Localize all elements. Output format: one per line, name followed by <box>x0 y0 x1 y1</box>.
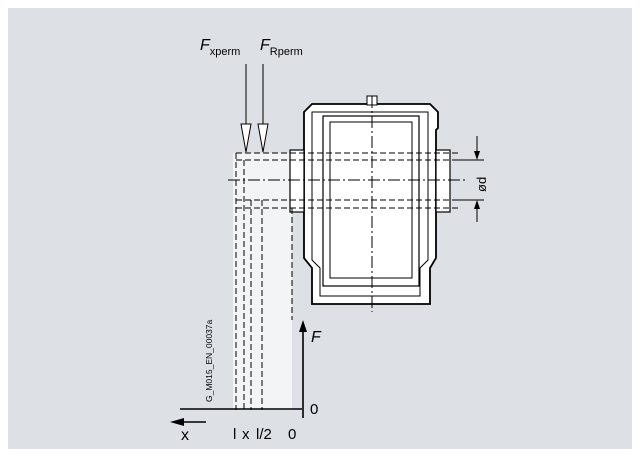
x-axis-label: x <box>181 427 189 444</box>
diameter-arrow-top <box>474 151 480 160</box>
flange-right <box>435 149 451 213</box>
diameter-label: ød <box>474 177 489 192</box>
center-lines <box>228 96 466 312</box>
x-axis-arrow <box>170 418 184 426</box>
force-axis-arrow <box>299 320 307 332</box>
axis-label-zero: 0 <box>288 426 296 443</box>
frperm-main: F <box>260 37 271 54</box>
fxperm-sub: xperm <box>210 46 241 58</box>
drawing-code: G_M015_EN_00037a <box>204 319 214 402</box>
fxperm-label: Fxperm <box>200 37 240 58</box>
force-arrow-frperm <box>257 64 269 153</box>
shaft-hidden-lines <box>235 152 460 410</box>
zero-vertical-label: 0 <box>310 401 318 418</box>
axis-label-l: l <box>233 426 236 443</box>
force-label: F <box>311 329 322 346</box>
axis-label-l-half: l/2 <box>256 426 272 443</box>
flange-left <box>289 149 305 213</box>
frperm-label: FRperm <box>260 37 303 58</box>
diameter-arrow-bottom <box>474 200 480 209</box>
fxperm-main: F <box>200 37 211 54</box>
axis-label-x: x <box>242 426 250 443</box>
shaft-area <box>233 153 440 410</box>
gearbox-housing-inner <box>311 111 429 297</box>
force-arrow-fxperm <box>240 64 252 153</box>
frperm-sub: Rperm <box>270 46 303 58</box>
